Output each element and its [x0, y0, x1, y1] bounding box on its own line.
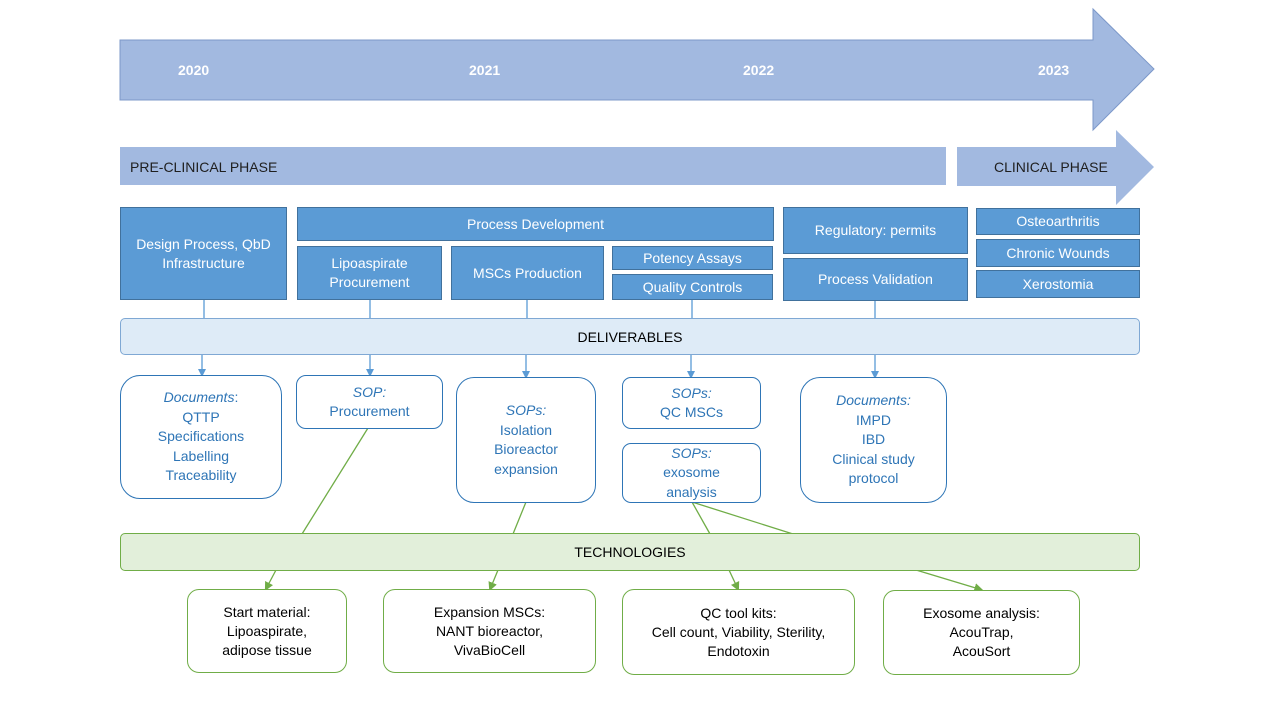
deliverable-sop-procurement: SOP: Procurement [296, 375, 443, 429]
deliverable-item: Isolation [499, 421, 553, 438]
deliverable-item: analysis [666, 483, 717, 500]
design-process-box: Design Process, QbD Infrastructure [120, 207, 287, 300]
deliverables-bar: DELIVERABLES [120, 318, 1140, 355]
clinical-arrow [957, 130, 1154, 205]
deliverable-sops-qc-head: SOPs: [671, 384, 712, 401]
lipoaspirate-procurement-box: Lipoaspirate Procurement [297, 246, 442, 300]
deliverable-item: IMPD [856, 411, 891, 428]
lipoaspirate-line2: Procurement [329, 274, 410, 290]
technology-line: Cell count, Viability, Sterility, [651, 623, 826, 640]
technology-line: Lipoaspirate, [226, 622, 308, 639]
deliverable-sops-isolation-head: SOPs: [505, 402, 547, 418]
technology-line: Start material: [223, 603, 311, 620]
preclinical-bar [120, 147, 946, 185]
deliverable-documents-1-head: Documents [163, 389, 235, 406]
technology-exosome-analysis: Exosome analysis: AcouTrap, AcouSort [883, 590, 1080, 675]
deliverable-documents-1-colon: : [234, 389, 239, 406]
technology-line: NANT bioreactor, [435, 622, 544, 639]
technology-line: Exosome analysis: [923, 605, 1040, 621]
deliverable-sop-procurement-head: SOP: [352, 383, 387, 400]
technology-line: AcouSort [952, 643, 1011, 659]
clinical-phase-label: CLINICAL PHASE [994, 159, 1108, 175]
deliverable-item: expansion [494, 460, 558, 477]
deliverable-item: Bioreactor [494, 441, 558, 457]
design-process-line2: Infrastructure [162, 254, 245, 271]
deliverable-sops-qc: SOPs: QC MSCs [622, 377, 761, 429]
technology-qc-tool-kits: QC tool kits: Cell count, Viability, Ste… [622, 589, 855, 675]
quality-controls-box: Quality Controls [612, 274, 773, 300]
technology-start-material: Start material: Lipoaspirate, adipose ti… [187, 589, 347, 673]
process-development-box: Process Development [297, 207, 774, 241]
preclinical-phase-label: PRE-CLINICAL PHASE [130, 159, 278, 175]
clinical-osteoarthritis-box: Osteoarthritis [976, 208, 1140, 235]
technologies-bar: TECHNOLOGIES [120, 533, 1140, 571]
deliverable-sops-exosome: SOPs: exosome analysis [622, 443, 761, 503]
process-validation-box: Process Validation [783, 258, 968, 301]
deliverable-item: Specifications [157, 428, 245, 445]
timeline-arrow [119, 7, 1155, 132]
deliverable-item: Clinical study [832, 450, 915, 467]
deliverable-documents-2-head: Documents: [836, 392, 911, 409]
clinical-xerostomia-box: Xerostomia [976, 270, 1140, 298]
deliverable-item: Procurement [329, 403, 410, 419]
year-2020: 2020 [178, 62, 210, 78]
technology-line: AcouTrap, [949, 624, 1014, 640]
technology-line: Expansion MSCs: [433, 603, 546, 620]
deliverable-item: QC MSCs [660, 404, 723, 420]
clinical-chronic-wounds-box: Chronic Wounds [976, 239, 1140, 267]
deliverable-item: IBD [861, 431, 886, 448]
technology-line: VivaBioCell [453, 641, 526, 658]
lipoaspirate-line1: Lipoaspirate [331, 255, 408, 271]
technology-line: QC tool kits: [700, 604, 777, 621]
technology-line: adipose tissue [222, 641, 312, 658]
deliverable-item: Labelling [172, 447, 230, 464]
deliverable-documents-2: Documents: IMPD IBD Clinical study proto… [800, 377, 947, 503]
technology-expansion-mscs: Expansion MSCs: NANT bioreactor, VivaBio… [383, 589, 596, 673]
regulatory-permits-box: Regulatory: permits [783, 207, 968, 254]
year-2023: 2023 [1038, 62, 1070, 78]
deliverable-item: Traceability [165, 467, 237, 484]
potency-assays-box: Potency Assays [612, 246, 773, 270]
deliverable-documents-1: Documents: QTTP Specifications Labelling… [120, 375, 282, 499]
deliverable-item: exosome [663, 464, 720, 481]
deliverable-sops-exosome-head: SOPs: [671, 444, 712, 461]
technology-line: Endotoxin [707, 642, 770, 659]
deliverable-item: QTTP [182, 408, 220, 425]
mscs-production-box: MSCs Production [451, 246, 604, 300]
deliverable-item: protocol [848, 470, 899, 487]
deliverable-sops-isolation: SOPs: Isolation Bioreactor expansion [456, 377, 596, 503]
design-process-line1: Design Process, QbD [136, 235, 271, 252]
year-2022: 2022 [743, 62, 775, 78]
year-2021: 2021 [469, 62, 501, 78]
